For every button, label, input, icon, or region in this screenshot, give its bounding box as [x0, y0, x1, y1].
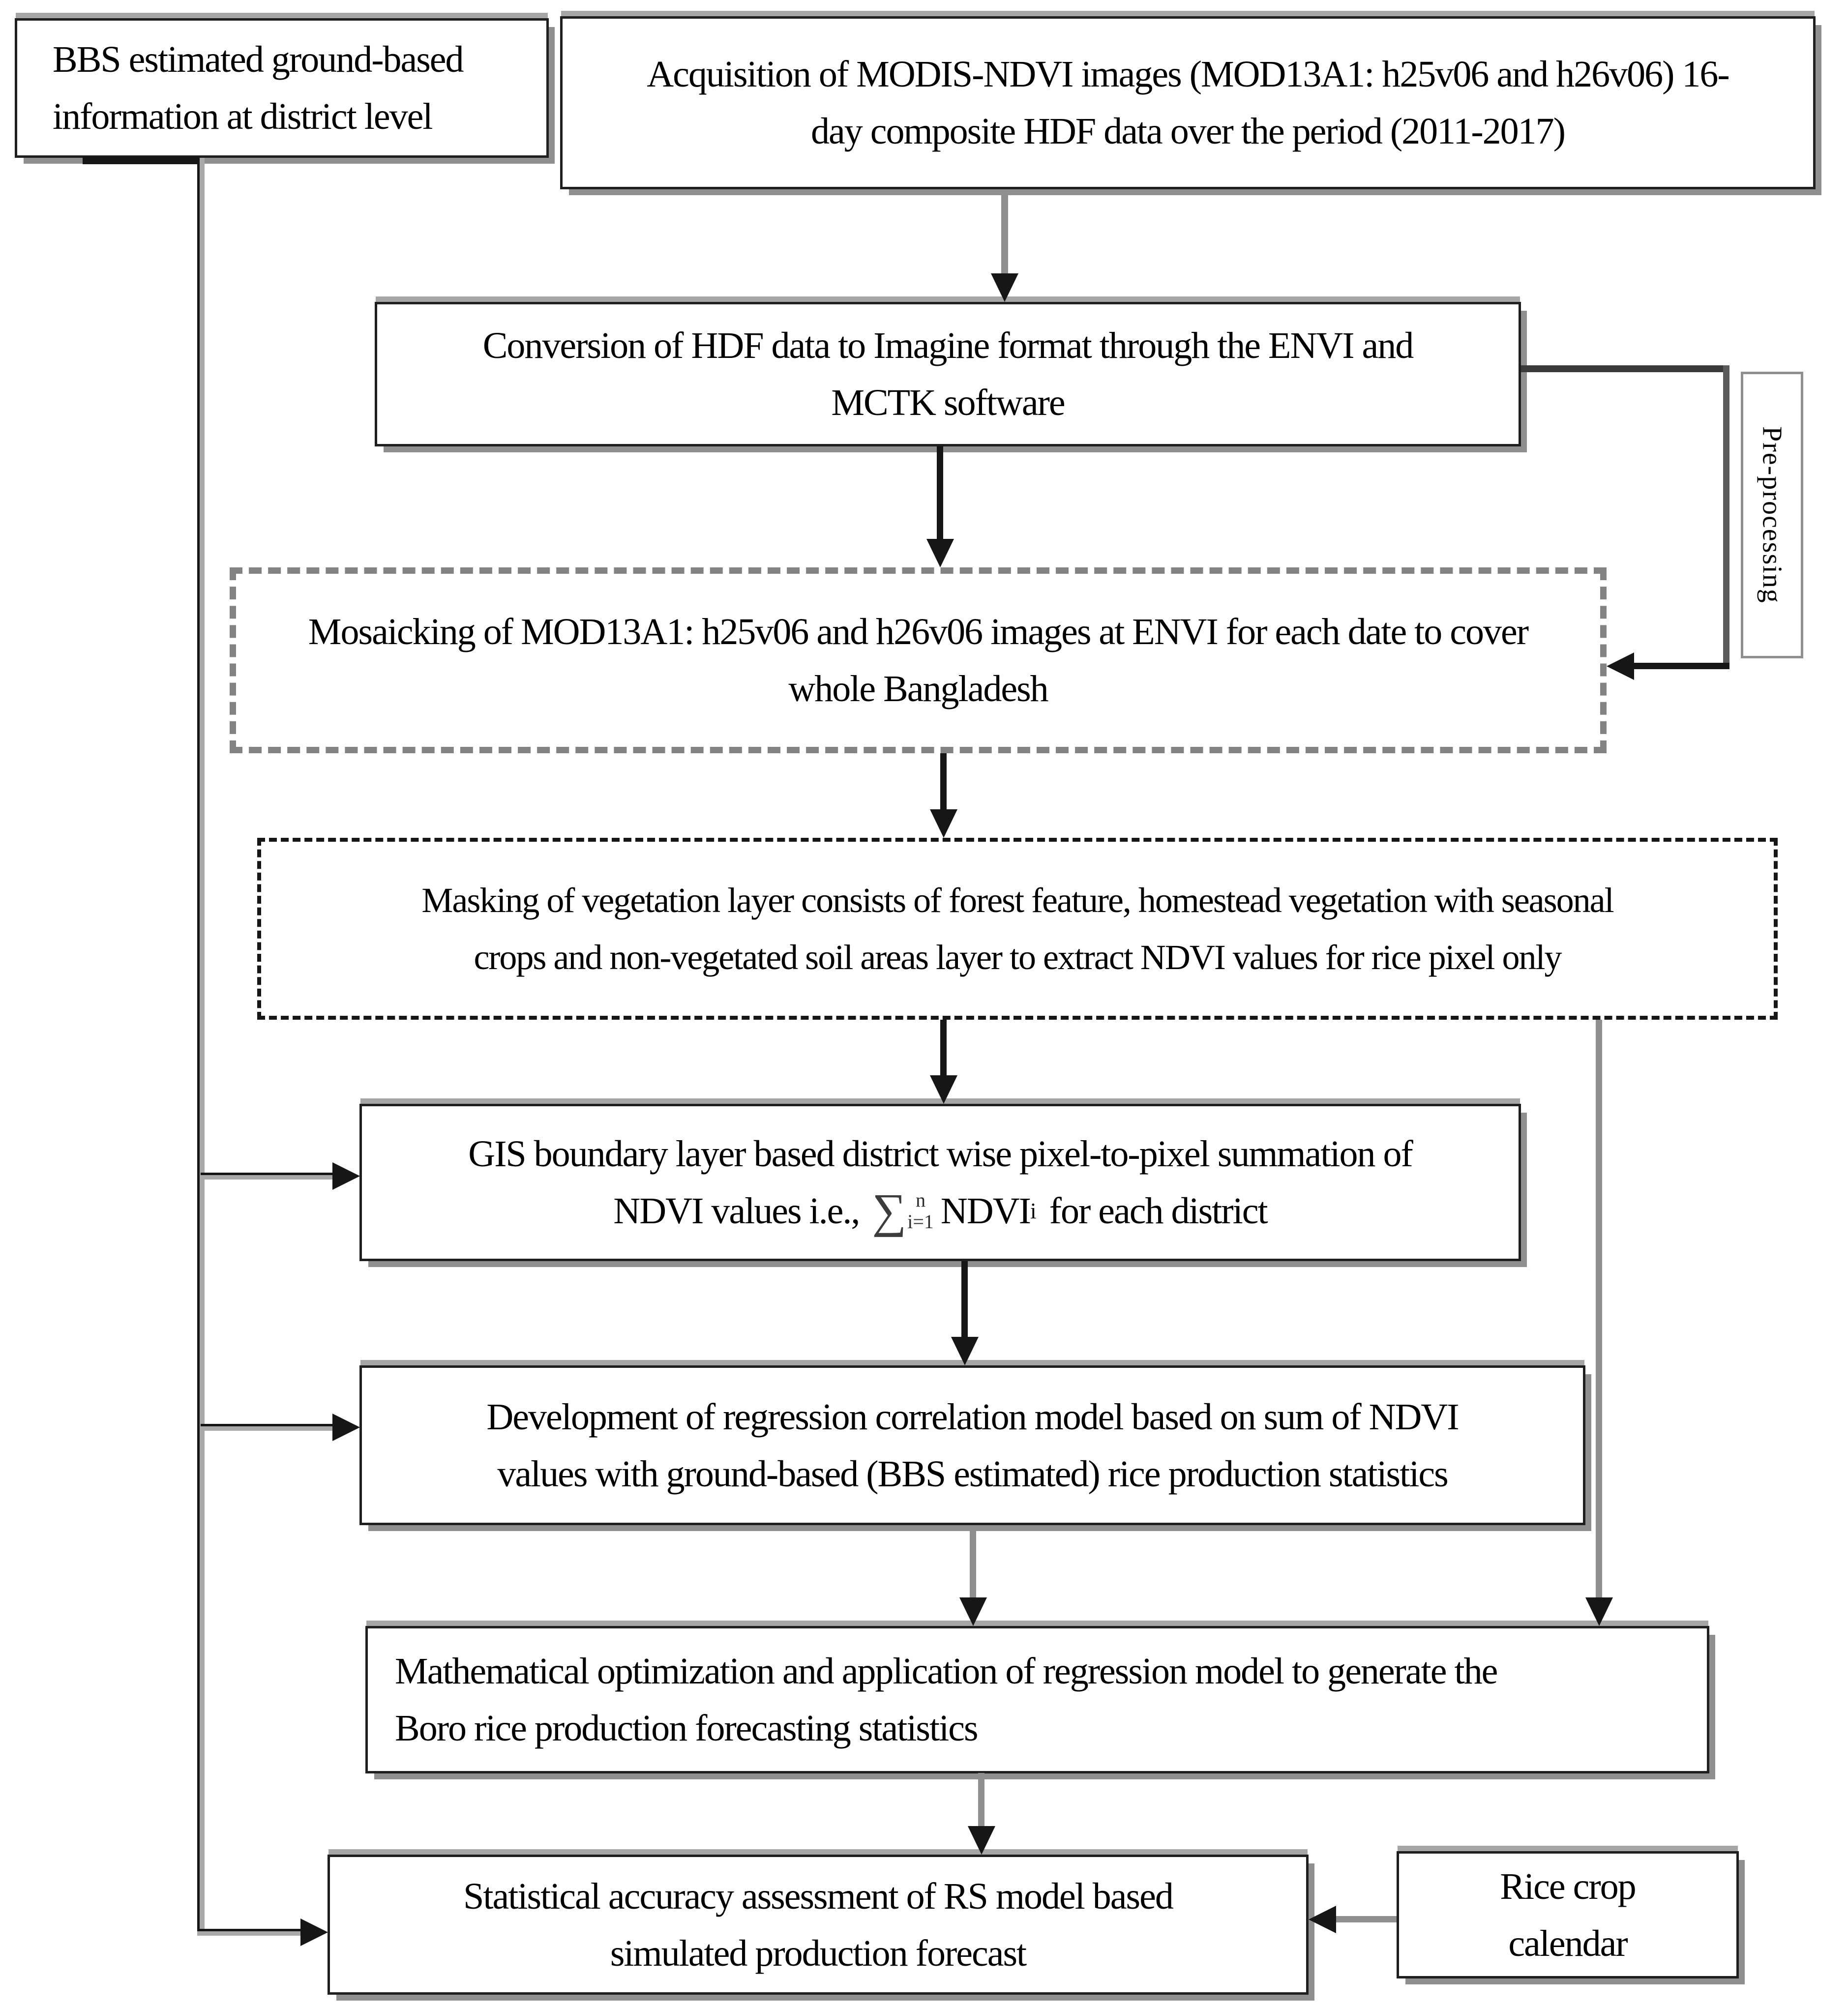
gis-formula-suffix: for each district [1049, 1190, 1268, 1232]
branch-line-bbs-to-regression [201, 1424, 334, 1431]
conversion-box: Conversion of HDF data to Imagine format… [375, 302, 1521, 446]
bbs-line1: BBS estimated ground-based [53, 39, 464, 80]
arrowhead-conversion-to-mosaicking [926, 539, 954, 567]
acquisition-line1: Acquisition of MODIS-NDVI images (MOD13A… [647, 54, 1729, 95]
sigma-upper-limit: n [916, 1189, 926, 1211]
mosaicking-line2: whole Bangladesh [788, 668, 1048, 709]
rice-calendar-line2: calendar [1508, 1922, 1628, 1964]
branch-line-bbs-to-gis [201, 1173, 334, 1180]
gis-formula-prefix: NDVI values i.e., [613, 1190, 860, 1232]
rice-crop-calendar-box: Rice crop calendar [1397, 1851, 1739, 1978]
arrow-line-optimization-to-assessment [978, 1773, 984, 1828]
bbs-line2: information at district level [53, 96, 433, 137]
regression-line1: Development of regression correlation mo… [486, 1396, 1459, 1438]
arrow-line-regression-to-optimization [970, 1525, 976, 1598]
optimization-line2: Boro rice production forecasting statist… [395, 1708, 979, 1749]
arrowhead-gis-to-regression [951, 1337, 979, 1365]
acquisition-box: Acquisition of MODIS-NDVI images (MOD13A… [560, 16, 1816, 189]
gis-summation-box: GIS boundary layer based district wise p… [359, 1104, 1521, 1261]
rice-calendar-line1: Rice crop [1500, 1865, 1636, 1907]
preprocessing-label: Pre-processing [1757, 426, 1788, 604]
arrowhead-rice-calendar-to-assessment [1309, 1906, 1336, 1933]
arrow-line-acquisition-to-conversion [1001, 189, 1008, 275]
masking-box: Masking of vegetation layer consists of … [257, 838, 1778, 1020]
arrowhead-acquisition-to-conversion [991, 273, 1018, 302]
gis-formula-term-sub: i [1030, 1198, 1037, 1223]
conversion-line1: Conversion of HDF data to Imagine format… [482, 325, 1414, 366]
line-masking-to-optimization [1596, 1020, 1602, 1598]
accuracy-assessment-box: Statistical accuracy assessment of RS mo… [328, 1855, 1309, 1995]
masking-line1: Masking of vegetation layer consists of … [421, 881, 1614, 920]
sigma-symbol: ∑ [872, 1184, 906, 1238]
sigma-limits: n i=1 [907, 1189, 934, 1233]
regression-model-box: Development of regression correlation mo… [359, 1365, 1585, 1525]
arrowhead-loop-to-mosaicking [1607, 652, 1634, 680]
arrowhead-bbs-to-gis [332, 1162, 360, 1190]
sigma-lower-limit: i=1 [907, 1210, 934, 1233]
acquisition-line2: day composite HDF data over the period (… [811, 111, 1566, 152]
preprocessing-loop-bottom-line [1634, 663, 1729, 669]
preprocessing-loop-top-line [1521, 365, 1729, 372]
assessment-line1: Statistical accuracy assessment of RS mo… [463, 1875, 1174, 1917]
arrow-line-conversion-to-mosaicking [937, 446, 943, 541]
arrowhead-masking-to-optimization [1585, 1597, 1613, 1626]
masking-line2: crops and non-vegetated soil areas layer… [474, 938, 1562, 977]
arrowhead-mosaicking-to-masking [930, 809, 957, 838]
arrow-line-mosaicking-to-masking [940, 753, 947, 810]
line-rice-calendar-to-assessment [1335, 1916, 1397, 1922]
conversion-line2: MCTK software [831, 382, 1065, 423]
optimization-line1: Mathematical optimization and applicatio… [395, 1651, 1498, 1692]
preprocessing-loop-vertical-line [1723, 365, 1729, 666]
bbs-bottom-stub [83, 156, 201, 164]
arrowhead-regression-to-optimization [959, 1597, 987, 1626]
arrow-line-masking-to-gis [940, 1020, 947, 1076]
mosaicking-line1: Mosaicking of MOD13A1: h25v06 and h26v06… [308, 611, 1529, 652]
arrow-line-gis-to-regression [961, 1261, 968, 1338]
bbs-trunk-line [197, 158, 205, 1936]
arrowhead-masking-to-gis [930, 1075, 957, 1104]
arrowhead-bbs-to-assessment [300, 1918, 328, 1946]
mosaicking-box: Mosaicking of MOD13A1: h25v06 and h26v06… [230, 567, 1607, 753]
branch-line-bbs-to-assessment [197, 1929, 301, 1936]
arrowhead-bbs-to-regression [332, 1414, 360, 1441]
optimization-box: Mathematical optimization and applicatio… [365, 1626, 1709, 1773]
arrowhead-optimization-to-assessment [968, 1826, 995, 1855]
gis-line1: GIS boundary layer based district wise p… [468, 1133, 1413, 1175]
regression-line2: values with ground-based (BBS estimated)… [497, 1453, 1448, 1495]
preprocessing-label-box: Pre-processing [1741, 372, 1803, 658]
gis-formula-term: NDVI [940, 1190, 1031, 1232]
bbs-ground-info-box: BBS estimated ground-based information a… [15, 18, 549, 158]
assessment-line2: simulated production forecast [610, 1932, 1027, 1974]
